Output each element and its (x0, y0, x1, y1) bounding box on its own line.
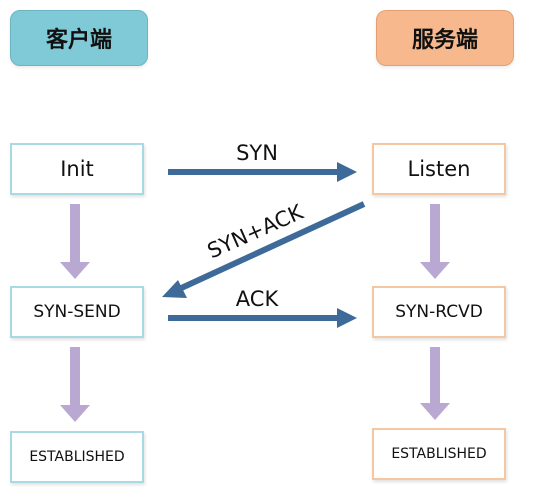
syn-ack-arrow (162, 201, 366, 298)
server-state-arrow-2 (420, 347, 450, 420)
server-state-arrow-1 (420, 204, 450, 279)
client-state-established: ESTABLISHED (10, 431, 144, 483)
server-state-listen: Listen (372, 143, 506, 195)
server-state-established: ESTABLISHED (372, 428, 506, 480)
client-state-arrow-2 (60, 347, 90, 422)
server-header: 服务端 (376, 10, 514, 66)
ack-label: ACK (236, 287, 280, 311)
server-state-syn-rcvd: SYN-RCVD (372, 286, 506, 338)
client-state-syn-send: SYN-SEND (10, 286, 144, 338)
client-header: 客户端 (10, 10, 148, 66)
syn-arrow (168, 162, 357, 182)
client-state-arrow-1 (60, 204, 90, 279)
syn-label: SYN (236, 141, 278, 165)
ack-arrow (168, 308, 357, 328)
client-state-init: Init (10, 143, 144, 195)
